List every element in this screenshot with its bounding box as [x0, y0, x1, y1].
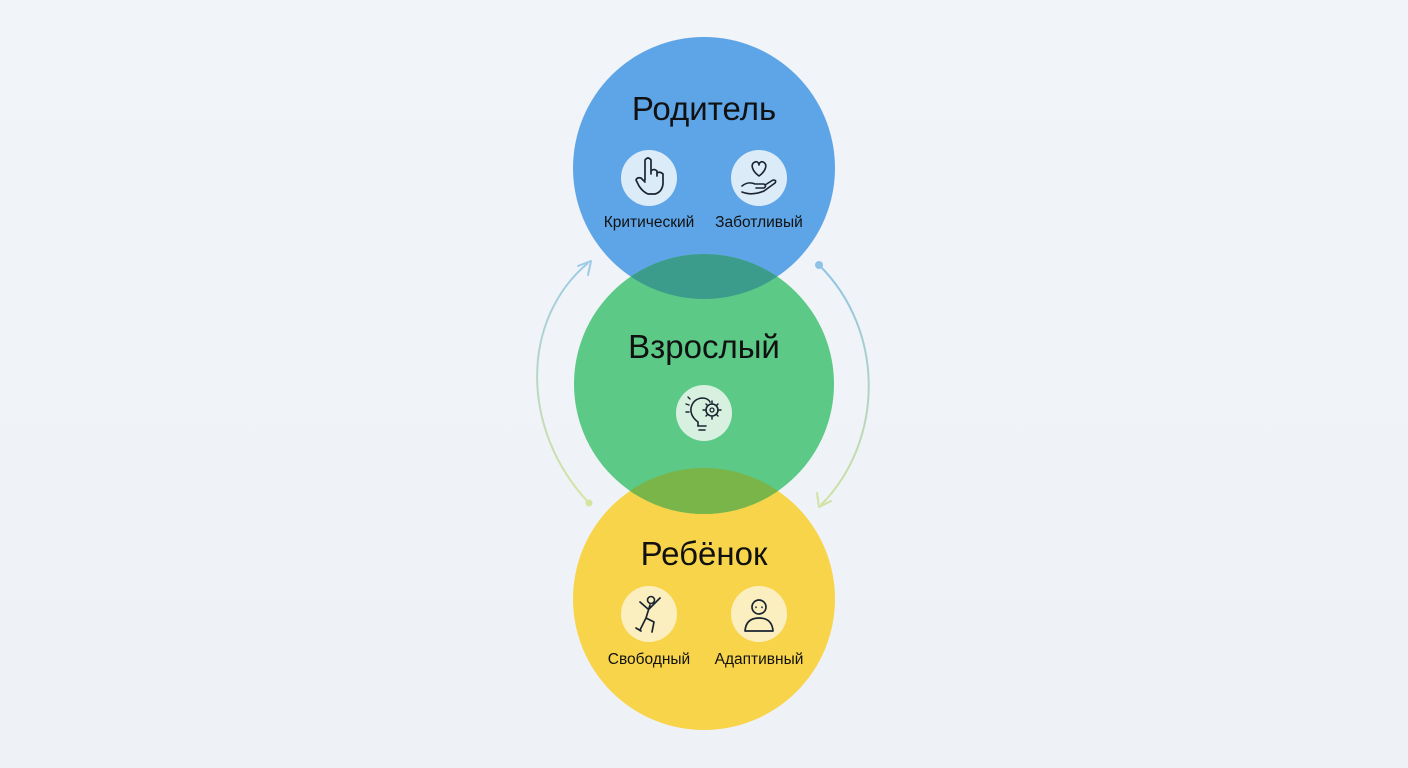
child-subtype-adaptive: Адаптивный [715, 651, 804, 668]
lightbulb-gear-icon [676, 385, 732, 441]
parent-subtype-nurturing: Заботливый [715, 214, 803, 231]
arrow-parent-to-child [815, 261, 870, 508]
adult-circle [574, 254, 834, 514]
child-title: Ребёнок [641, 535, 768, 572]
arrow-child-to-parent [536, 260, 593, 507]
person-bust-icon [731, 586, 787, 642]
parent-circle [573, 37, 835, 299]
child-subtype-free: Свободный [608, 651, 690, 668]
child-circle [573, 468, 835, 730]
pointing-hand-icon [621, 150, 677, 206]
adult-title: Взрослый [628, 328, 780, 365]
parent-subtype-critical: Критический [604, 214, 695, 231]
heart-in-hand-icon [731, 150, 787, 206]
jumping-person-icon [621, 586, 677, 642]
parent-title: Родитель [632, 90, 776, 127]
